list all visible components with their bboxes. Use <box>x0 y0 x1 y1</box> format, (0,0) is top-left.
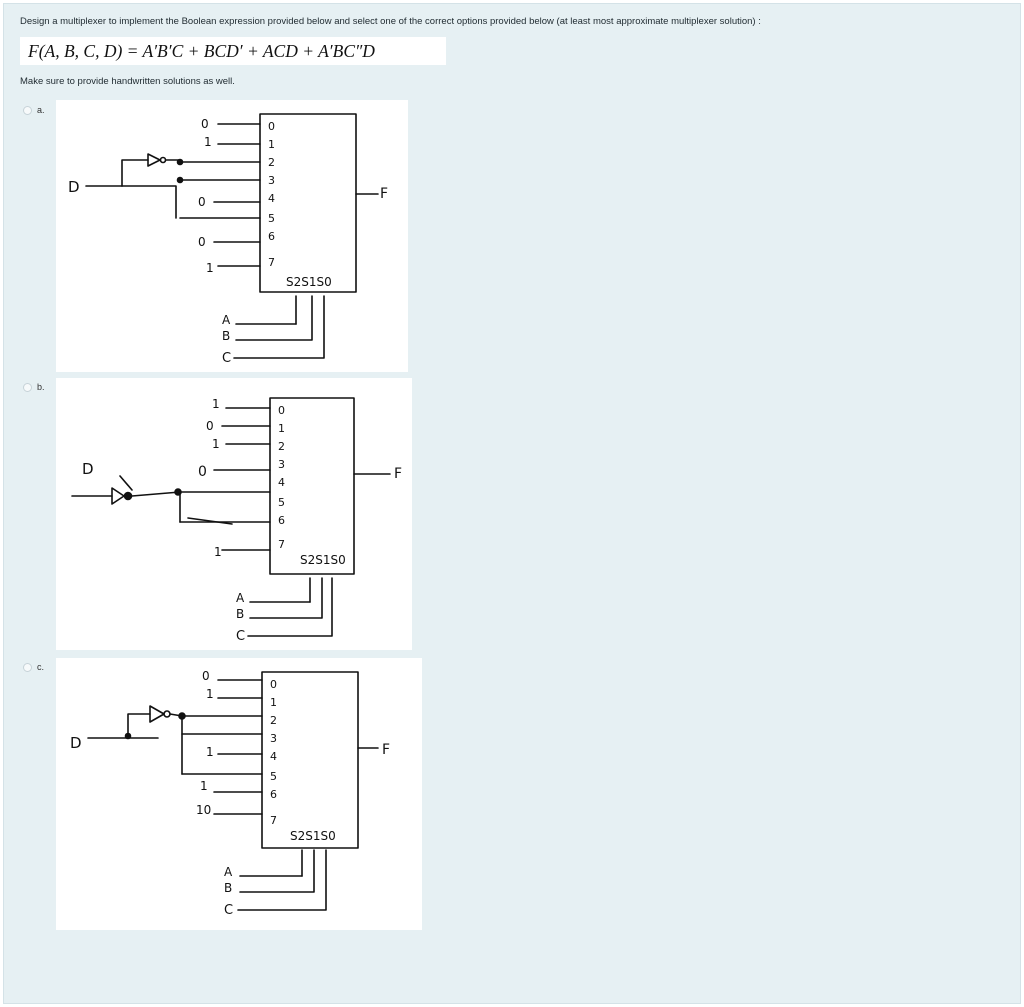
const-label-3: 0 <box>198 235 206 249</box>
mux-index-1: 1 <box>268 138 275 151</box>
const-label-1: 0 <box>206 419 214 433</box>
option-b-diagram[interactable]: 0 1 2 3 4 5 6 7 S2S1S0 F D 1 0 1 0 1 A B… <box>56 378 412 650</box>
input-var-label: D <box>68 178 80 196</box>
select-label: S2S1S0 <box>300 553 346 567</box>
select-label: S2S1S0 <box>286 275 332 289</box>
handwritten-note: Make sure to provide handwritten solutio… <box>20 76 235 87</box>
select-var-a: A <box>236 591 245 605</box>
select-label: S2S1S0 <box>290 829 336 843</box>
mux-box <box>259 113 357 293</box>
mux-index-3: 3 <box>278 458 285 471</box>
select-var-c: C <box>236 629 245 644</box>
input-var-label: D <box>82 460 94 478</box>
boolean-formula: F(A, B, C, D) = A′B′C + BCD′ + ACD + A′B… <box>28 41 375 61</box>
const-label-4: 10 <box>196 803 211 817</box>
const-label-0: 1 <box>212 397 220 411</box>
select-var-a: A <box>222 313 231 327</box>
mux-index-1: 1 <box>270 696 277 709</box>
const-label-1: 1 <box>206 687 214 701</box>
question-text: Design a multiplexer to implement the Bo… <box>20 16 761 27</box>
mux-index-2: 2 <box>270 714 277 727</box>
mux-index-2: 2 <box>268 156 275 169</box>
const-label-3: 1 <box>200 779 208 793</box>
mux-index-4: 4 <box>268 192 275 205</box>
formula-box: F(A, B, C, D) = A′B′C + BCD′ + ACD + A′B… <box>20 37 446 65</box>
output-label: F <box>382 742 390 758</box>
const-label-3: 0 <box>198 464 207 480</box>
select-var-b: B <box>224 881 232 895</box>
mux-index-1: 1 <box>278 422 285 435</box>
const-label-1: 1 <box>204 135 212 149</box>
mux-index-3: 3 <box>270 732 277 745</box>
output-label: F <box>394 466 402 482</box>
mux-index-0: 0 <box>270 678 277 691</box>
select-var-b: B <box>222 329 230 343</box>
mux-index-7: 7 <box>270 814 277 827</box>
option-c-diagram[interactable]: 0 1 2 3 4 5 6 7 S2S1S0 F D 0 1 1 1 10 A … <box>56 658 422 930</box>
mux-index-7: 7 <box>268 256 275 269</box>
option-a-diagram[interactable]: 0 1 2 3 4 5 6 7 S2S1S0 F D 0 1 0 0 1 A B… <box>56 100 408 372</box>
mux-index-4: 4 <box>270 750 277 763</box>
select-var-c: C <box>222 351 231 366</box>
const-label-2: 1 <box>206 745 214 759</box>
select-var-c: C <box>224 903 233 918</box>
mux-index-3: 3 <box>268 174 275 187</box>
mux-index-5: 5 <box>270 770 277 783</box>
mux-index-4: 4 <box>278 476 285 489</box>
select-var-a: A <box>224 865 233 879</box>
option-b-radio[interactable] <box>23 383 32 392</box>
option-c-radio[interactable] <box>23 663 32 672</box>
mux-index-6: 6 <box>278 514 285 527</box>
mux-box <box>269 397 355 575</box>
mux-index-6: 6 <box>270 788 277 801</box>
option-b-label: b. <box>37 382 45 392</box>
option-c-label: c. <box>37 662 45 672</box>
const-label-2: 1 <box>212 437 220 451</box>
question-panel: Design a multiplexer to implement the Bo… <box>3 3 1021 1004</box>
output-label: F <box>380 186 388 202</box>
select-var-b: B <box>236 607 244 621</box>
mux-index-2: 2 <box>278 440 285 453</box>
mux-index-5: 5 <box>278 496 285 509</box>
mux-index-6: 6 <box>268 230 275 243</box>
mux-index-0: 0 <box>278 404 285 417</box>
option-a-label: a. <box>37 105 45 115</box>
mux-index-0: 0 <box>268 120 275 133</box>
const-label-4: 1 <box>206 261 214 275</box>
mux-index-7: 7 <box>278 538 285 551</box>
mux-index-5: 5 <box>268 212 275 225</box>
option-a-radio[interactable] <box>23 106 32 115</box>
const-label-0: 0 <box>202 669 210 683</box>
const-label-0: 0 <box>201 117 209 131</box>
const-label-4: 1 <box>214 545 222 559</box>
mux-box <box>261 671 359 849</box>
const-label-2: 0 <box>198 195 206 209</box>
input-var-label: D <box>70 734 82 752</box>
